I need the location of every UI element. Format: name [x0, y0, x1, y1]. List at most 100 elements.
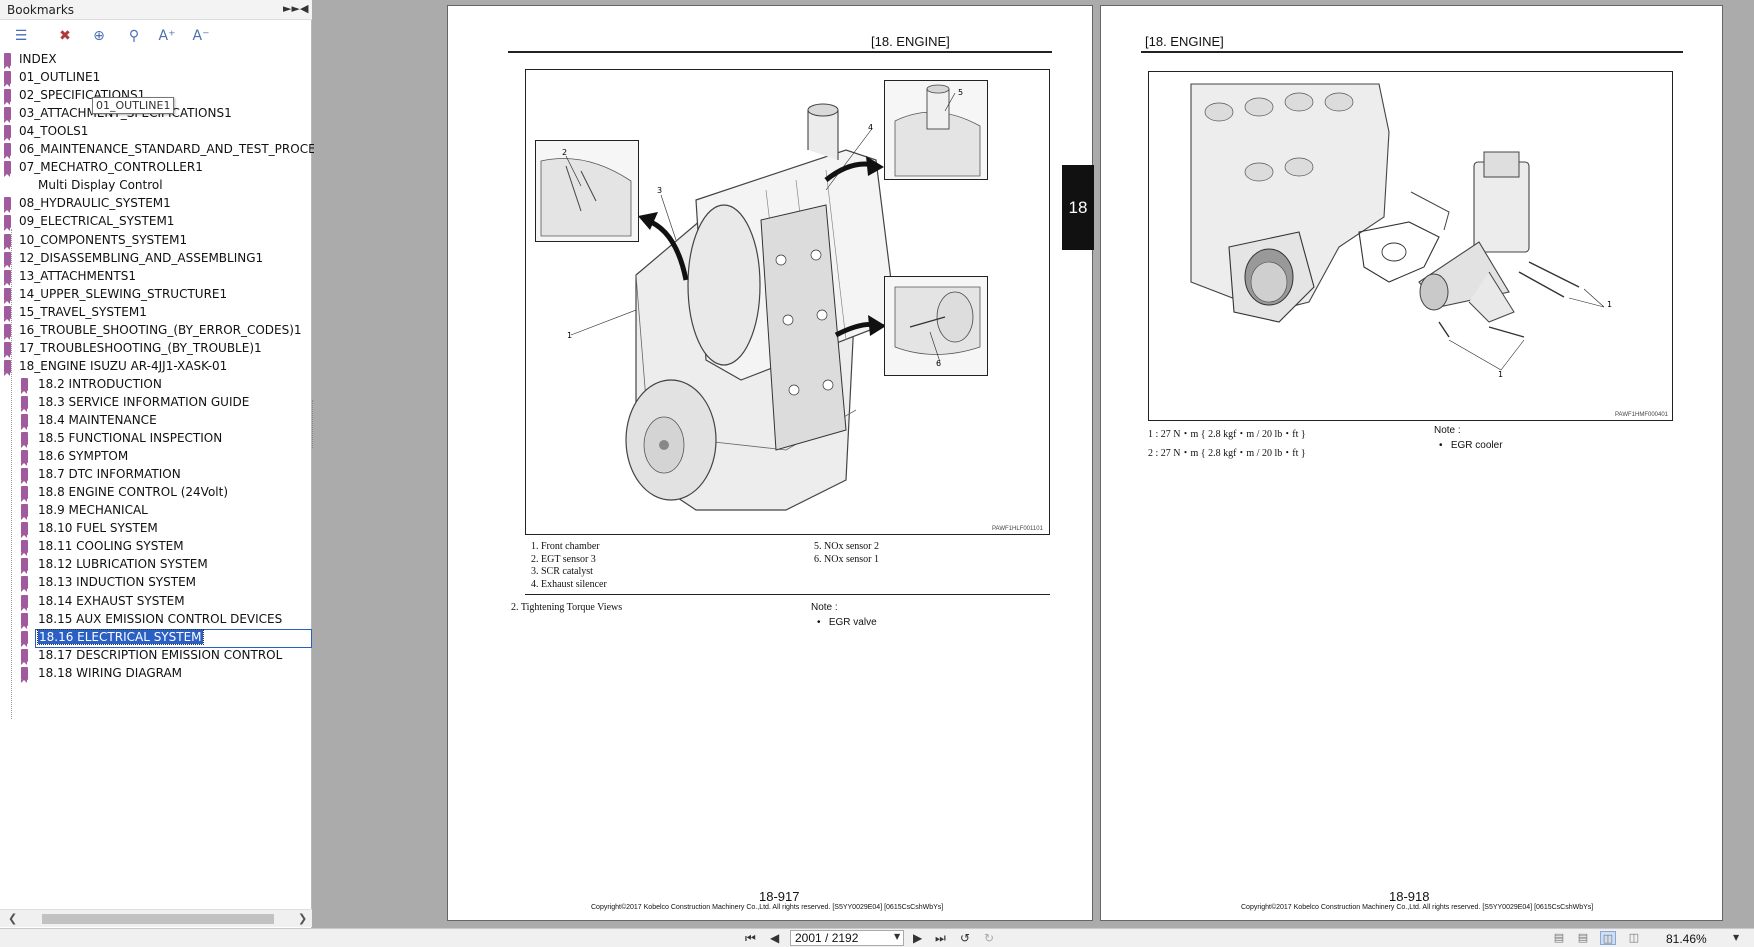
engine-exhaust-illustration: [570, 103, 897, 511]
previous-page-icon[interactable]: ◀: [770, 931, 780, 945]
bookmark-item[interactable]: 18.3 SERVICE INFORMATION GUIDE: [0, 394, 312, 412]
bookmark-item[interactable]: 18.16 ELECTRICAL SYSTEM: [0, 628, 312, 648]
bookmark-item[interactable]: 12_DISASSEMBLING_AND_ASSEMBLING1: [0, 250, 312, 268]
egr-cooler-figure: 1 1 PAWF1HMF000401: [1148, 71, 1673, 421]
scrollbar-thumb[interactable]: [42, 914, 274, 924]
bookmark-icon: [4, 107, 11, 124]
bookmark-item[interactable]: 13_ATTACHMENTS1: [0, 268, 312, 286]
bookmark-icon: [4, 251, 11, 268]
bookmark-item[interactable]: 18.14 EXHAUST SYSTEM: [0, 593, 312, 611]
bookmark-item[interactable]: 10_COMPONENTS_SYSTEM1: [0, 232, 312, 250]
two-page-view-icon[interactable]: ◫: [1600, 931, 1616, 945]
bookmark-item[interactable]: 18.5 FUNCTIONAL INSPECTION: [0, 430, 312, 449]
legend-right: 5. NOx sensor 2 6. NOx sensor 1: [814, 541, 879, 566]
bookmark-label: 13_ATTACHMENTS1: [19, 268, 136, 283]
page-dropdown-icon[interactable]: ▼: [894, 932, 901, 941]
bookmark-label: 18.4 MAINTENANCE: [38, 413, 157, 427]
inset-egt-illustration: [540, 155, 632, 237]
single-page-view-icon[interactable]: ▤: [1553, 931, 1565, 944]
delete-bookmark-icon[interactable]: ✖: [59, 28, 71, 44]
bookmark-icon: [4, 125, 11, 142]
bookmark-item[interactable]: 16_TROUBLE_SHOOTING_(BY_ERROR_CODES)1: [0, 322, 312, 340]
zoom-dropdown-icon[interactable]: ▼: [1733, 933, 1740, 942]
expand-panel-icon[interactable]: ►►: [283, 2, 300, 15]
bookmark-icon: [4, 89, 11, 106]
bookmark-label: 06_MAINTENANCE_STANDARD_AND_TEST_PROCED: [19, 142, 325, 157]
bookmark-item[interactable]: 18.9 MECHANICAL: [0, 502, 312, 521]
bookmark-item[interactable]: 18.10 FUEL SYSTEM: [0, 520, 312, 539]
legend-item: 6. NOx sensor 1: [814, 553, 879, 565]
zoom-level[interactable]: 81.46%: [1666, 932, 1707, 946]
bookmark-icon: [21, 486, 28, 503]
bookmark-item[interactable]: 09_ELECTRICAL_SYSTEM1: [0, 213, 312, 232]
first-page-icon[interactable]: ⏮: [745, 931, 756, 945]
scroll-right-icon[interactable]: ❯: [298, 912, 308, 925]
bookmark-item[interactable]: 18.11 COOLING SYSTEM: [0, 538, 312, 557]
last-page-icon[interactable]: ⏭: [935, 931, 946, 945]
bookmark-item[interactable]: 08_HYDRAULIC_SYSTEM1: [0, 195, 312, 214]
bookmarks-header: Bookmarks ►► ◀: [0, 0, 312, 20]
bookmark-item[interactable]: 18.8 ENGINE CONTROL (24Volt): [0, 484, 312, 503]
bookmark-item[interactable]: 18.13 INDUCTION SYSTEM: [0, 574, 312, 593]
page-number-input[interactable]: [790, 930, 904, 946]
bookmark-icon: [21, 558, 28, 575]
back-view-icon[interactable]: ↺: [960, 931, 971, 945]
figure-code: PAWF1HLF001101: [992, 526, 1043, 532]
bookmark-item[interactable]: 06_MAINTENANCE_STANDARD_AND_TEST_PROCED: [0, 141, 325, 160]
bookmark-label: 18.11 COOLING SYSTEM: [38, 539, 184, 554]
bookmark-options-icon[interactable]: ☰: [14, 28, 28, 44]
bookmark-icon: [4, 287, 11, 304]
increase-font-icon[interactable]: A⁺: [158, 28, 176, 44]
bookmark-label: 01_OUTLINE1: [19, 70, 101, 85]
callout-5: 5: [958, 88, 964, 97]
bookmark-item[interactable]: 07_MECHATRO_CONTROLLER1: [0, 159, 312, 178]
bottom-toolbar: ⏮ ◀ ▼ ▶ ⏭ ↺ ↻ ▤ ▤ ◫ ◫ 81.46% ▼: [0, 928, 1754, 947]
bookmark-label: 10_COMPONENTS_SYSTEM1: [19, 232, 188, 247]
bookmark-item[interactable]: 18.17 DESCRIPTION EMISSION CONTROL: [0, 647, 312, 665]
bookmark-icon: [21, 630, 28, 647]
scroll-left-icon[interactable]: ❮: [8, 912, 18, 925]
bookmark-item[interactable]: 18.18 WIRING DIAGRAM: [0, 665, 312, 683]
inset-nox-sensor-1: [884, 276, 988, 376]
legend-item: 5. NOx sensor 2: [814, 541, 879, 552]
bookmark-label: 09_ELECTRICAL_SYSTEM1: [19, 214, 175, 229]
bookmark-item[interactable]: Multi Display Control: [0, 177, 312, 194]
forward-view-icon[interactable]: ↻: [984, 931, 995, 945]
egr-cooler-illustration: [1190, 83, 1605, 371]
bookmark-item[interactable]: 04_TOOLS1: [0, 123, 312, 142]
bookmark-item[interactable]: 14_UPPER_SLEWING_STRUCTURE1: [0, 286, 312, 304]
note-title: Note :: [811, 602, 838, 613]
bookmark-item[interactable]: 18.6 SYMPTOM: [0, 448, 312, 467]
bookmark-item[interactable]: 18.7 DTC INFORMATION: [0, 466, 312, 485]
callout-2: 2: [562, 148, 568, 157]
document-area[interactable]: [18. ENGINE]: [314, 0, 1754, 928]
copyright-text: Copyright©2017 Kobelco Construction Mach…: [1241, 904, 1594, 911]
torque-spec-2: 2 : 27 N・m { 2.8 kgf・m / 20 lb・ft }: [1148, 448, 1306, 459]
bookmark-item[interactable]: 18.15 AUX EMISSION CONTROL DEVICES: [0, 611, 312, 629]
bookmark-item[interactable]: 18.12 LUBRICATION SYSTEM: [0, 556, 312, 575]
continuous-view-icon[interactable]: ▤: [1577, 931, 1589, 944]
chapter-tab: 18: [1062, 165, 1094, 250]
bookmark-item[interactable]: 15_TRAVEL_SYSTEM1: [0, 304, 312, 322]
horizontal-scrollbar[interactable]: ❮ ❯: [0, 909, 312, 927]
find-bookmark-icon[interactable]: ⚲: [128, 28, 140, 44]
bookmark-label: 04_TOOLS1: [19, 124, 89, 139]
bookmarks-title: Bookmarks: [7, 3, 75, 17]
decrease-font-icon[interactable]: A⁻: [192, 28, 210, 44]
callout-1: 1: [567, 331, 573, 340]
add-bookmark-icon[interactable]: ⊕: [93, 28, 105, 44]
chapter-header: [18. ENGINE]: [871, 34, 950, 49]
bookmark-label: 18.6 SYMPTOM: [38, 449, 129, 464]
bookmark-item[interactable]: 18.4 MAINTENANCE: [0, 412, 312, 430]
bookmark-item[interactable]: 18_ENGINE ISUZU AR-4JJ1-XASK-01: [0, 358, 312, 376]
bookmark-item[interactable]: 01_OUTLINE1: [0, 69, 312, 88]
two-page-continuous-view-icon[interactable]: ◫: [1628, 931, 1640, 944]
bookmark-item[interactable]: 17_TROUBLESHOOTING_(BY_TROUBLE)1: [0, 340, 312, 358]
bookmark-item[interactable]: 18.2 INTRODUCTION: [0, 376, 312, 394]
collapse-panel-icon[interactable]: ◀: [300, 2, 309, 15]
bookmark-item[interactable]: INDEX: [0, 51, 312, 69]
bookmark-icon: [21, 540, 28, 557]
legend-left: 1. Front chamber 2. EGT sensor 3 3. SCR …: [531, 541, 607, 591]
next-page-icon[interactable]: ▶: [913, 931, 923, 945]
bookmark-icon: [21, 576, 28, 593]
